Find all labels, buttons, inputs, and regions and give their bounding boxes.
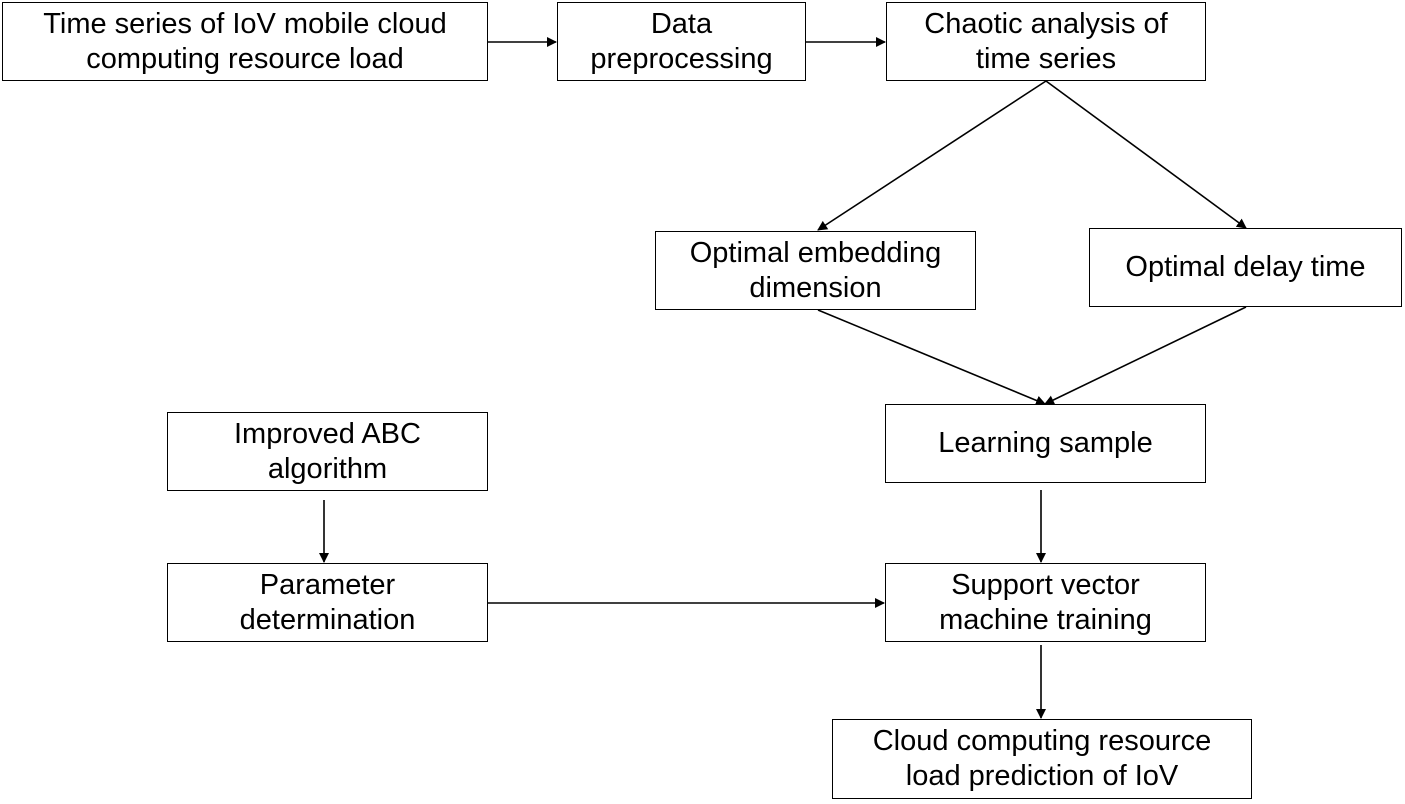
arrow-chaotic-to-delay <box>1045 80 1247 229</box>
node-parameter-determination: Parameter determination <box>167 563 488 642</box>
node-chaotic-analysis-line2: time series <box>975 42 1117 75</box>
node-chaotic-analysis-line1: Chaotic analysis of <box>924 7 1168 40</box>
node-svm-training-line2: machine training <box>939 603 1152 636</box>
arrow-embedding-to-learning <box>817 309 1046 406</box>
node-learning-sample-line1: Learning sample <box>938 427 1153 459</box>
node-optimal-delay-time-line1: Optimal delay time <box>1125 251 1366 283</box>
node-svm-training: Support vector machine training <box>885 563 1206 642</box>
node-optimal-embedding-dimension-line2: dimension <box>749 271 882 304</box>
node-improved-abc-algorithm: Improved ABC algorithm <box>167 412 488 491</box>
node-optimal-embedding-dimension-line1: Optimal embedding <box>689 236 942 269</box>
node-improved-abc-algorithm-line2: algorithm <box>267 452 388 485</box>
node-improved-abc-algorithm-line1: Improved ABC <box>234 417 421 450</box>
node-data-preprocessing-line2: preprocessing <box>590 42 773 75</box>
node-chaotic-analysis: Chaotic analysis of time series <box>886 2 1206 81</box>
arrow-chaotic-to-embedding <box>817 80 1047 231</box>
node-learning-sample: Learning sample <box>885 404 1206 483</box>
node-load-prediction-line1: Cloud computing resource <box>872 725 1212 757</box>
node-load-prediction-line2: load prediction of IoV <box>905 760 1179 792</box>
arrow-delay-to-learning <box>1044 306 1247 405</box>
node-parameter-determination-line2: determination <box>239 603 416 636</box>
node-time-series-line2: computing resource load <box>86 42 404 75</box>
node-time-series: Time series of IoV mobile cloud computin… <box>2 2 488 81</box>
node-optimal-embedding-dimension: Optimal embedding dimension <box>655 231 976 310</box>
node-data-preprocessing-line1: Data <box>650 7 713 40</box>
node-time-series-line1: Time series of IoV mobile cloud <box>43 7 447 40</box>
node-load-prediction: Cloud computing resource load prediction… <box>832 719 1252 799</box>
node-svm-training-line1: Support vector <box>951 568 1140 601</box>
node-data-preprocessing: Data preprocessing <box>557 2 806 81</box>
node-optimal-delay-time: Optimal delay time <box>1089 228 1402 307</box>
node-parameter-determination-line1: Parameter <box>259 568 396 601</box>
